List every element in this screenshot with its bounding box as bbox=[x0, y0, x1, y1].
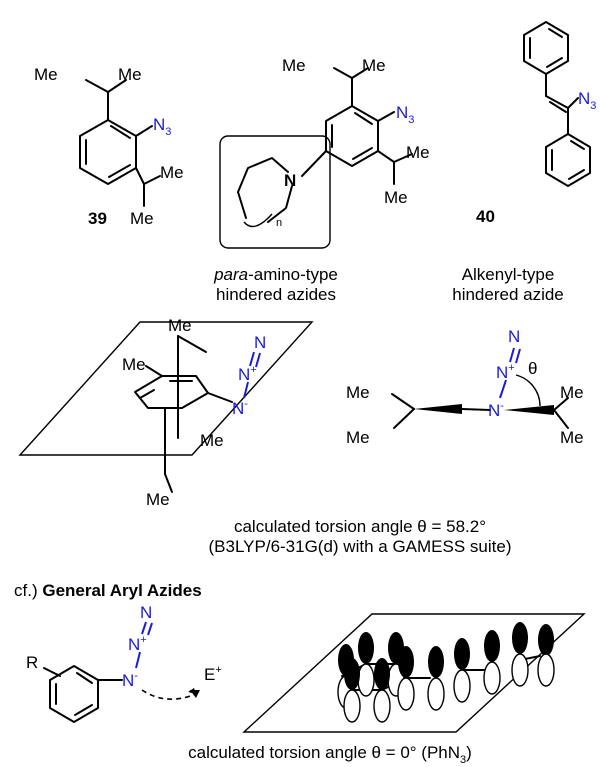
newman-n-alpha: N- bbox=[488, 400, 504, 420]
compound-para-amino: Me Me N3 N n Me Me para-amino-type hinde… bbox=[213, 56, 430, 304]
aryl-azide: R N N+ N- E+ bbox=[26, 603, 222, 723]
aryl-n-middle: N+ bbox=[128, 634, 147, 654]
model-n-alpha: N- bbox=[232, 398, 248, 418]
para-azide-label: N3 bbox=[396, 103, 414, 126]
newman-projection: Me Me Me Me N N+ N- θ bbox=[346, 327, 584, 447]
compound-number-40: 40 bbox=[476, 207, 495, 226]
ring-index-n: n bbox=[276, 217, 282, 229]
c39-me-bottom: Me bbox=[130, 209, 154, 228]
c40-caption-line2: hindered azide bbox=[452, 285, 564, 304]
molecular-plane bbox=[18, 321, 314, 456]
benzene-ring-para bbox=[325, 105, 379, 167]
newman-me-bl: Me bbox=[346, 428, 370, 447]
amine-ring bbox=[237, 157, 289, 219]
torsion-caption-1: calculated torsion angle θ = 58.2° bbox=[234, 517, 486, 536]
torsion-caption-2: (B3LYP/6-31G(d) with a GAMESS suite) bbox=[209, 537, 512, 556]
amine-highlight-box bbox=[219, 135, 331, 249]
torsion-caption-3: calculated torsion angle θ = 0° (PhN3) bbox=[188, 743, 472, 766]
para-me-right-bottom: Me bbox=[384, 188, 408, 207]
c40-caption-line1: Alkenyl-type bbox=[462, 265, 555, 284]
compound-40: N3 40 Alkenyl-type hindered azide bbox=[452, 21, 596, 304]
conjugation-plane bbox=[242, 613, 586, 733]
electrophile-attack-arrow bbox=[141, 689, 197, 700]
plane-model-3d: Me Me Me Me N N+ N- bbox=[18, 316, 314, 509]
aryl-r-group: R bbox=[26, 653, 38, 672]
theta-arc bbox=[515, 374, 541, 407]
para-me-top-right: Me bbox=[362, 56, 386, 75]
para-amine-n: N bbox=[284, 171, 296, 190]
newman-n-terminal: N bbox=[508, 327, 520, 346]
left-wedge bbox=[414, 404, 462, 414]
newman-me-tl: Me bbox=[346, 383, 370, 402]
model-n-middle: N+ bbox=[238, 364, 257, 384]
para-me-top-left: Me bbox=[282, 56, 306, 75]
compound-39: Me Me N3 Me Me 39 bbox=[34, 65, 184, 228]
electrophile-label: E+ bbox=[204, 664, 222, 684]
para-me-right-top: Me bbox=[406, 143, 430, 162]
c39-me-top-right: Me bbox=[118, 65, 142, 84]
para-caption-line1: para-amino-type bbox=[213, 265, 338, 284]
aryl-n-terminal: N bbox=[140, 603, 152, 622]
c39-me-right: Me bbox=[160, 163, 184, 182]
model-me-top: Me bbox=[168, 316, 192, 335]
para-caption-line2: hindered azides bbox=[216, 285, 336, 304]
c40-azide-label: N3 bbox=[578, 89, 596, 112]
cf-heading: cf.) General Aryl Azides bbox=[14, 581, 202, 600]
model-me-mid: Me bbox=[200, 431, 224, 450]
model-n-terminal: N bbox=[254, 333, 266, 352]
compound-number-39: 39 bbox=[88, 209, 107, 228]
model-me-left: Me bbox=[122, 355, 146, 374]
theta-label: θ bbox=[528, 359, 537, 378]
right-wedge bbox=[504, 405, 554, 415]
benzene-ring-39 bbox=[79, 119, 137, 185]
newman-me-tr: Me bbox=[560, 383, 584, 402]
newman-me-br: Me bbox=[560, 428, 584, 447]
newman-n-middle: N+ bbox=[496, 362, 515, 382]
model-me-bottom: Me bbox=[146, 490, 170, 509]
phenyl-ring-bottom-40 bbox=[545, 133, 591, 187]
c39-azide-label: N3 bbox=[153, 115, 171, 138]
aryl-n-alpha: N- bbox=[122, 670, 138, 690]
orbital-plane bbox=[242, 613, 586, 733]
p-orbitals bbox=[337, 622, 555, 723]
c39-me-top-left: Me bbox=[34, 65, 58, 84]
